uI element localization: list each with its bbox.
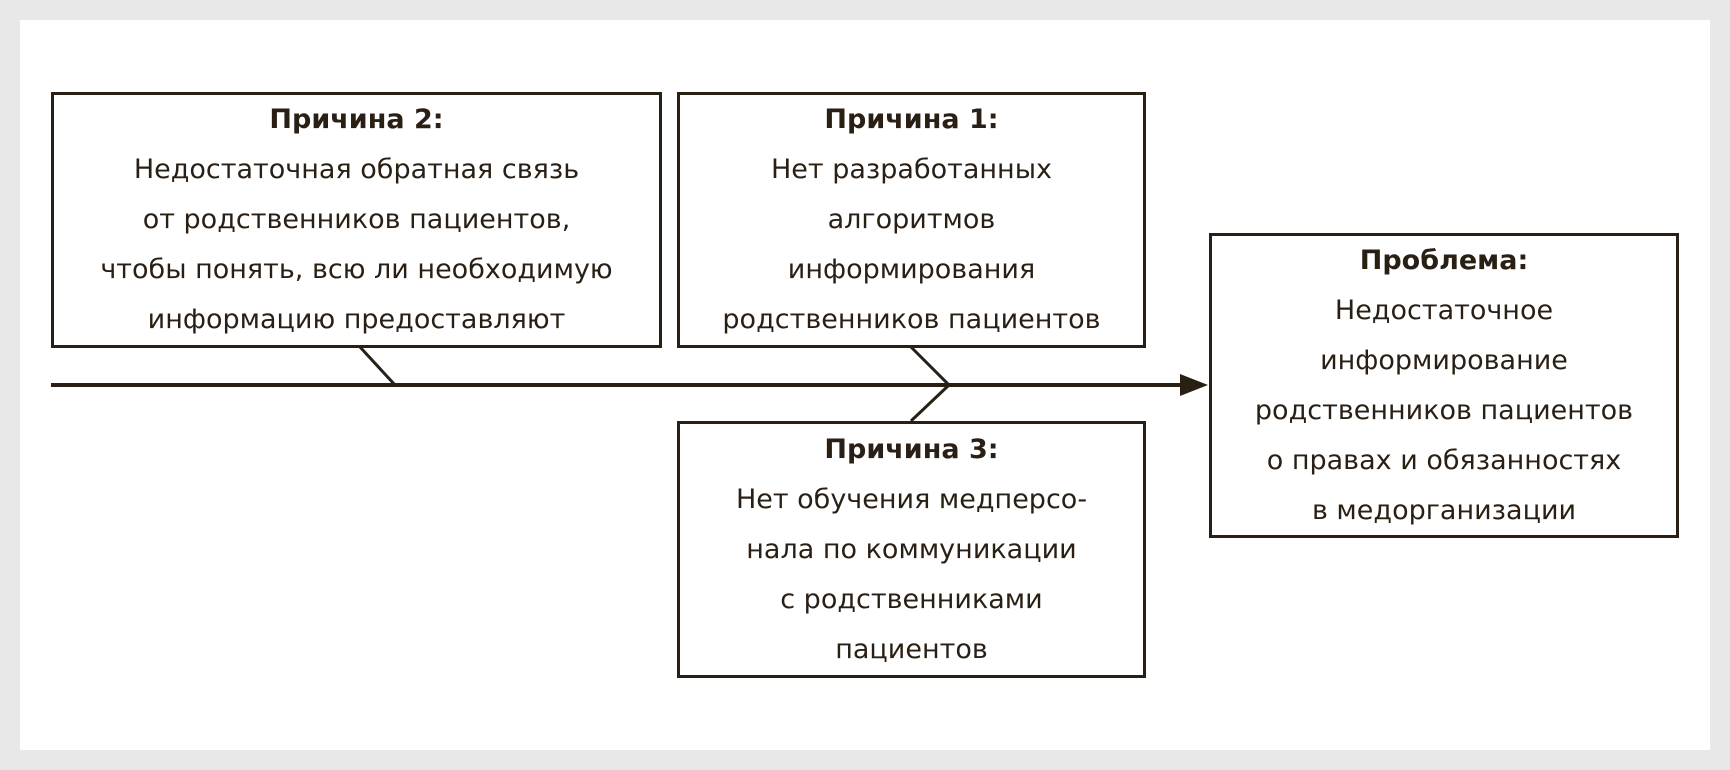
problem-line: Недостаточное	[1334, 294, 1554, 326]
cause3-box: Причина 3: Нет обучения медперсо- нала п…	[677, 421, 1146, 678]
problem-line: родственников пациентов	[1254, 394, 1634, 426]
cause1-line: информирования	[787, 254, 1036, 285]
cause1-title: Причина 1:	[824, 104, 999, 135]
cause2-line: информацию предоставляют	[147, 304, 566, 335]
cause2-line: чтобы понять, всю ли необходимую	[100, 254, 613, 285]
cause1-connector	[909, 345, 951, 387]
cause2-connector	[358, 345, 397, 387]
problem-title: Проблема:	[1359, 244, 1529, 276]
cause1-line: родственников пациентов	[722, 304, 1101, 335]
cause1-box: Причина 1: Нет разработанных алгоритмов …	[677, 92, 1146, 348]
cause3-connector	[909, 383, 951, 423]
problem-line: о правах и обязанностях	[1266, 444, 1622, 476]
cause2-line: от родственников пациентов,	[142, 204, 571, 235]
cause1-line: Нет разработанных	[771, 154, 1052, 185]
cause3-title: Причина 3:	[824, 433, 999, 465]
cause3-line: с родственниками	[780, 583, 1043, 615]
cause3-line: пациентов	[835, 633, 988, 665]
cause2-box: Причина 2: Недостаточная обратная связь …	[51, 92, 662, 348]
cause2-title: Причина 2:	[269, 104, 444, 135]
cause2-line: Недостаточная обратная связь	[133, 154, 580, 185]
cause3-line: Нет обучения медперсо-	[735, 483, 1088, 515]
cause1-line: алгоритмов	[827, 204, 996, 235]
spine-arrowhead	[1180, 374, 1208, 396]
problem-line: в медорганизации	[1311, 494, 1577, 526]
problem-box: Проблема: Недостаточное информирование р…	[1209, 233, 1679, 538]
cause3-line: нала по коммуникации	[746, 533, 1077, 565]
problem-line: информирование	[1320, 344, 1568, 376]
